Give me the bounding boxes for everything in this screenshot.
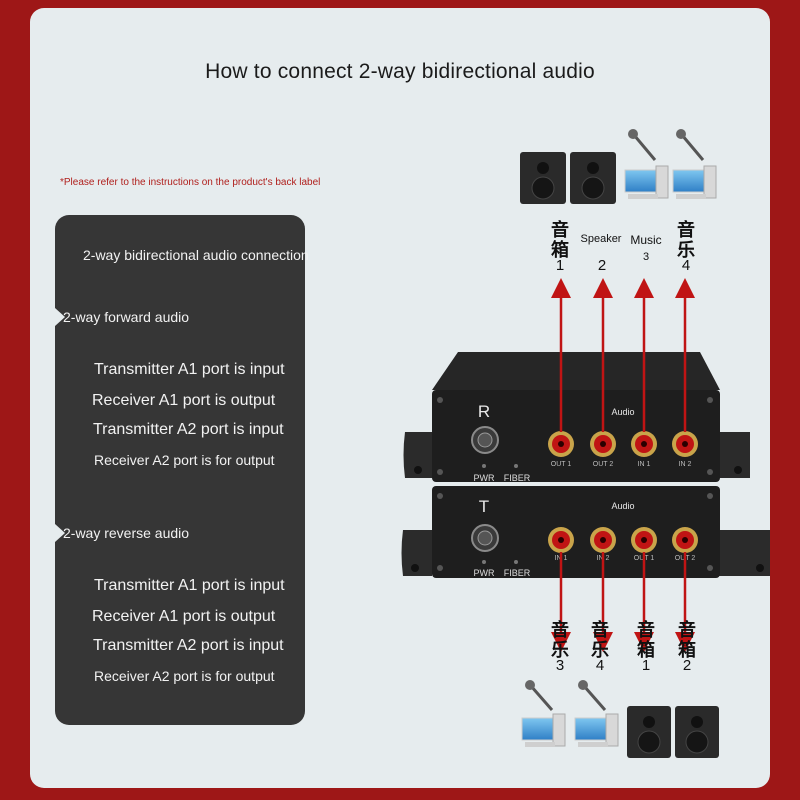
transmitter-audio-label: Audio (611, 501, 634, 511)
microphone-computer-icon (574, 680, 619, 747)
bottom-label-text: 音乐 (591, 620, 609, 660)
bottom-label-number: 1 (641, 657, 651, 674)
rca-port (590, 527, 616, 553)
microphone-computer-icon (672, 129, 717, 199)
bottom-label-text: 音乐 (551, 620, 569, 660)
rca-port (631, 431, 657, 457)
speaker-icon (675, 706, 719, 758)
top-label-number: 3 (642, 251, 650, 263)
speaker-icon (520, 152, 566, 204)
microphone-computer-icon (624, 129, 669, 199)
rca-port (548, 527, 574, 553)
bottom-label-number: 2 (682, 657, 692, 674)
receiver-port-label: IN 1 (638, 461, 651, 468)
top-label-text: Music (630, 233, 662, 247)
microphone-computer-icon (521, 680, 566, 747)
rca-port (590, 431, 616, 457)
transmitter-fiber-label: FIBER (504, 568, 531, 578)
bottom-label-number: 3 (555, 657, 565, 674)
panel-notch (55, 308, 65, 326)
rca-port (672, 431, 698, 457)
top-label-number: 4 (681, 257, 691, 274)
reverse-audio-label: 2-way reverse audio (63, 525, 190, 541)
reverse-line-1: Transmitter A1 port is input (94, 577, 285, 594)
reverse-line-4: Receiver A2 port is for output (94, 668, 275, 684)
transmitter-unit (401, 486, 770, 578)
speaker-icon (570, 152, 616, 204)
receiver-fiber-label: FIBER (504, 473, 531, 483)
receiver-letter: R (478, 402, 490, 421)
forward-line-2: Receiver A1 port is output (92, 392, 276, 409)
top-label-text: 音乐 (677, 220, 695, 260)
rca-port (631, 527, 657, 553)
bottom-label-number: 4 (595, 657, 605, 674)
bottom-label-text: 音箱 (678, 620, 696, 660)
receiver-port-label: OUT 2 (593, 461, 614, 468)
receiver-audio-label: Audio (611, 407, 634, 417)
receiver-port-label: IN 2 (679, 461, 692, 468)
receiver-pwr-label: PWR (474, 473, 495, 483)
forward-line-4: Receiver A2 port is for output (94, 452, 275, 468)
panel-heading: 2-way bidirectional audio connection (83, 247, 309, 263)
reverse-line-2: Receiver A1 port is output (92, 608, 276, 625)
back-label-note: *Please refer to the instructions on the… (60, 177, 321, 188)
forward-audio-label: 2-way forward audio (63, 309, 190, 325)
page-title: How to connect 2-way bidirectional audio (205, 60, 595, 83)
top-label-text: 音箱 (551, 220, 569, 260)
speaker-icon (627, 706, 671, 758)
receiver-unit (403, 352, 750, 482)
rca-port (548, 431, 574, 457)
top-label-text: Speaker (580, 233, 622, 245)
transmitter-pwr-label: PWR (474, 568, 495, 578)
panel-notch (55, 524, 65, 542)
receiver-port-label: OUT 1 (551, 461, 572, 468)
info-panel (55, 215, 305, 725)
reverse-line-3: Transmitter A2 port is input (93, 637, 284, 654)
transmitter-letter: T (479, 497, 489, 516)
bottom-label-text: 音箱 (637, 620, 655, 660)
top-label-number: 1 (555, 257, 565, 274)
forward-line-3: Transmitter A2 port is input (93, 421, 284, 438)
forward-line-1: Transmitter A1 port is input (94, 361, 285, 378)
top-label-number: 2 (597, 257, 607, 274)
rca-port (672, 527, 698, 553)
